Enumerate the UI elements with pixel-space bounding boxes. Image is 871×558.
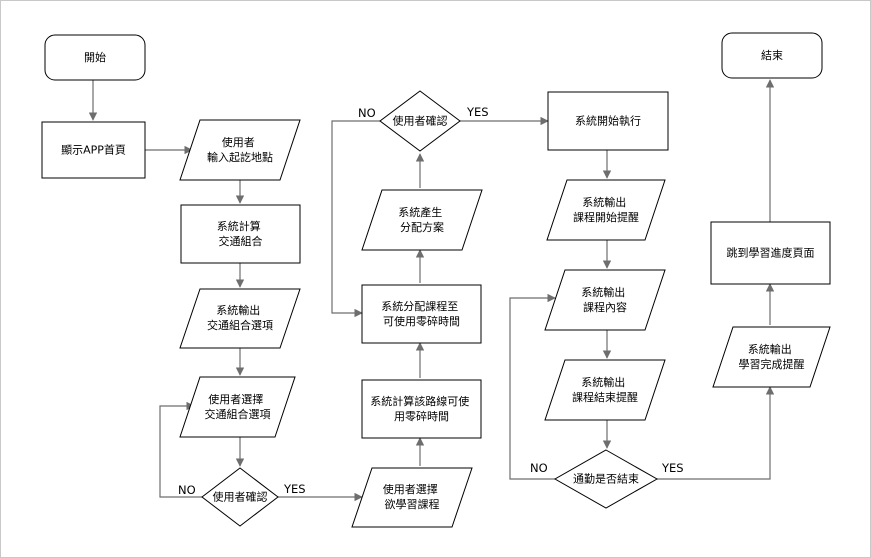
select-option-label: 使用者選擇 交通組合選項 bbox=[205, 392, 271, 421]
check-end-label: 通勤是否結束 bbox=[573, 472, 639, 486]
start-label: 開始 bbox=[84, 50, 106, 64]
assign-label: 系統分配課程至 可使用零碎時間 bbox=[381, 299, 462, 328]
no-label-3: NO bbox=[530, 461, 548, 475]
select-option-node bbox=[179, 376, 296, 438]
calc-time-label: 系統計算該路線可使 用零碎時間 bbox=[370, 394, 473, 423]
calc-transport-node bbox=[180, 204, 301, 264]
nodes: 開始 顯示APP首頁 使用者 輸入起訖地點 系統計算 交通組合 系統輸出 交通組… bbox=[41, 32, 831, 528]
complete-label: 系統輸出 學習完成提醒 bbox=[739, 342, 805, 371]
confirm-1-node bbox=[201, 467, 279, 527]
end-node bbox=[721, 32, 823, 79]
home-node bbox=[41, 121, 146, 179]
progress-label: 跳到學習進度頁面 bbox=[727, 246, 815, 260]
yes-label-1: YES bbox=[283, 482, 306, 496]
start-reminder-node bbox=[546, 179, 666, 241]
content-label: 系統輸出 課程內容 bbox=[581, 285, 629, 314]
output-options-label: 系統輸出 交通組合選項 bbox=[207, 303, 273, 332]
end-label: 結束 bbox=[761, 48, 783, 62]
plan-node bbox=[361, 189, 483, 251]
complete-node bbox=[712, 326, 831, 388]
start-reminder-label: 系統輸出 課程開始提醒 bbox=[573, 195, 639, 224]
edges bbox=[88, 79, 775, 502]
confirm-2-label: 使用者確認 bbox=[393, 114, 448, 128]
edge-labels: NO YES NO YES NO YES bbox=[178, 105, 684, 497]
output-options-node bbox=[179, 288, 301, 349]
edge-confirm1-no-loop bbox=[159, 401, 202, 498]
edge-confirm2-no-loop bbox=[331, 120, 380, 318]
yes-label-2: YES bbox=[466, 105, 489, 119]
home-label: 顯示APP首頁 bbox=[61, 143, 126, 157]
no-label-1: NO bbox=[178, 483, 196, 497]
check-end-node bbox=[553, 449, 659, 509]
execute-node bbox=[547, 91, 669, 151]
start-node bbox=[44, 34, 146, 81]
execute-label: 系統開始執行 bbox=[575, 114, 641, 128]
input-start-node bbox=[179, 119, 301, 181]
input-start-label: 使用者 輸入起訖地點 bbox=[207, 136, 273, 164]
confirm-1-label: 使用者確認 bbox=[213, 490, 268, 504]
select-course-label: 使用者選擇 欲學習課程 bbox=[383, 482, 442, 511]
yes-label-3: YES bbox=[661, 461, 684, 475]
assign-node bbox=[361, 284, 482, 344]
progress-node bbox=[710, 221, 831, 285]
select-course-node bbox=[351, 467, 473, 528]
content-node bbox=[544, 269, 666, 331]
confirm-2-node bbox=[379, 90, 461, 152]
edge-check-yes bbox=[657, 386, 775, 480]
end-reminder-label: 系統輸出 課程結束提醒 bbox=[572, 375, 638, 404]
edge-check-no-loop bbox=[509, 293, 556, 480]
plan-label: 系統產生 分配方案 bbox=[398, 205, 446, 234]
no-label-2: NO bbox=[358, 106, 376, 120]
calc-transport-label: 系統計算 交通組合 bbox=[217, 219, 265, 248]
calc-time-node bbox=[361, 379, 482, 439]
end-reminder-node bbox=[544, 359, 666, 421]
